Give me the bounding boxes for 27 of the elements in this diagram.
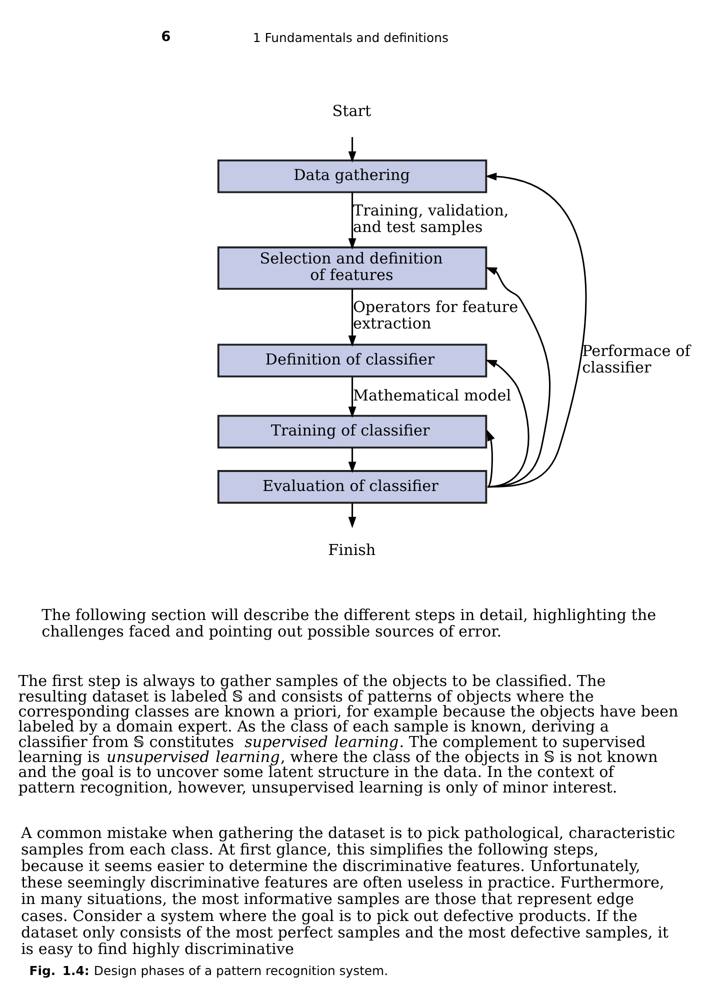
arrow <box>348 377 356 418</box>
arrow <box>486 430 495 488</box>
node-box: Data gathering <box>217 159 488 194</box>
arrow <box>348 503 356 528</box>
label: 1 Fundamentals and definitions <box>252 30 448 45</box>
node-box: Selection and definition of features <box>217 246 488 290</box>
caption: Fig. 1.4: Design phases of a pattern recognition system. <box>29 963 388 978</box>
arrow <box>348 192 356 250</box>
label: The first step is always to gather samples of the objects to be classified. The resulting dataset is labeled 𝕊 and consists of patterns of objects where the corresponding classes are known a priori, for example because the objects have been labeled by a domain expert. As the class of each sample is known, deriving a classifier from 𝕊 constitutes supervised learning. The complement to supervised learning is unsupervised learning, where the class of the objects in 𝕊 is not known and the goal is to uncover some latent structure in the data. In the context of pattern recognition, however, unsupervised learning is only of minor interest. <box>18 672 678 796</box>
node-box: Training of classifier <box>217 414 488 449</box>
edge-label: Training, validation, and test samples <box>352 201 509 236</box>
edge-label: Performace of classifier <box>582 342 690 377</box>
label: 6 <box>161 29 171 46</box>
label: A common mistake when gathering the dataset is to pick pathological, characteristic samples from each class. At first glance, this simplifies the following steps, because it seems easier to determine the discriminative features. Unfortunately, these seemingly discriminative features are often useless in practice. Furthermore, in many situations, the most informative samples are those that represent edge cases. Consider a system where the goal is to pick out defective products. If the dataset only consists of the most perfect samples and the most defective samples, it is easy to find highly discriminative <box>20 824 676 958</box>
arrow <box>485 172 587 488</box>
arrow <box>348 288 356 347</box>
arrow <box>348 137 356 163</box>
node-text: Start <box>332 102 372 120</box>
label: The following section will describe the different steps in detail, highlighting the challenges faced and pointing out possible sources of error. <box>42 606 656 640</box>
node-text: Finish <box>328 540 376 559</box>
edge-label: Operators for feature extraction <box>352 298 518 333</box>
arrow <box>348 448 356 474</box>
node-box: Definition of classifier <box>217 344 488 378</box>
arrow <box>485 360 530 488</box>
arrow <box>485 267 550 488</box>
node-box: Evaluation of classifier <box>217 470 488 504</box>
edge-label: Mathematical model <box>352 386 512 404</box>
